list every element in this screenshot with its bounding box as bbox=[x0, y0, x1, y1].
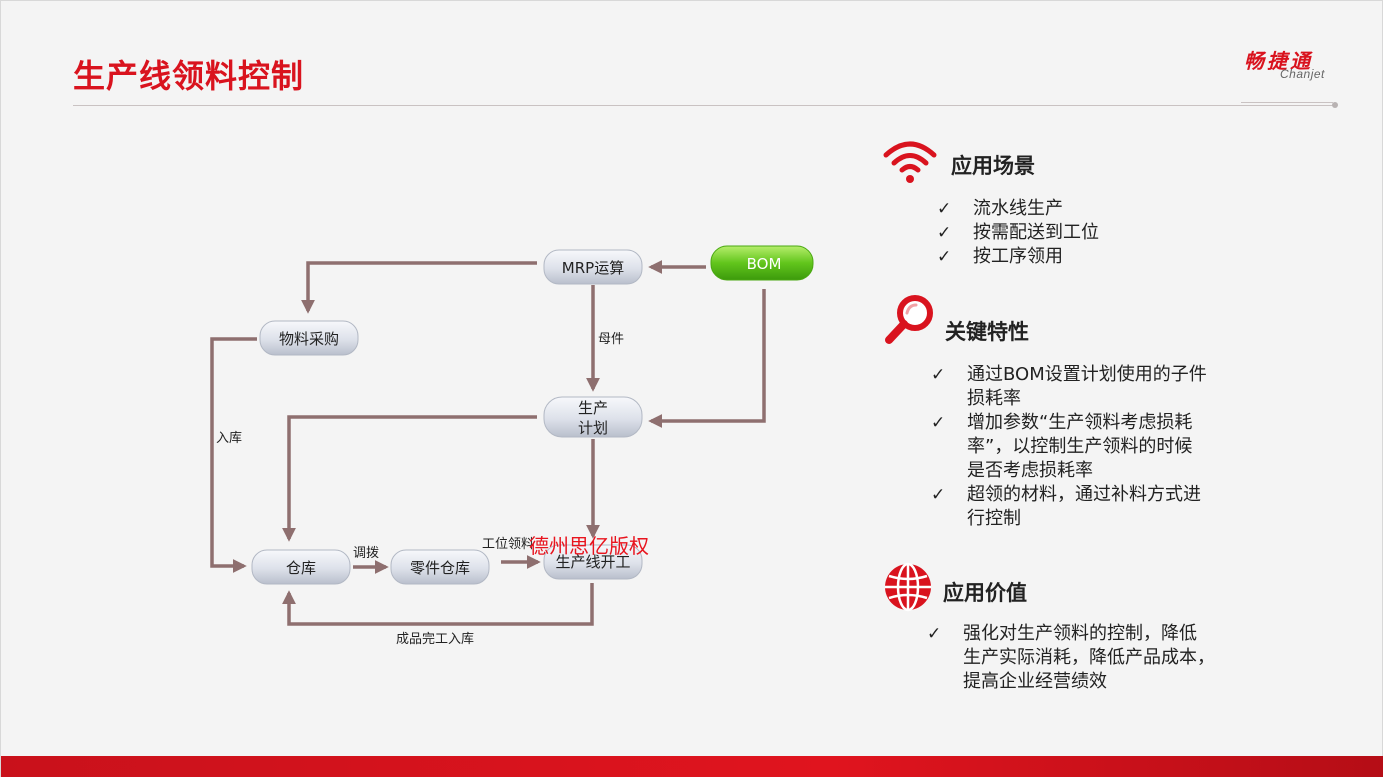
check-icon: ✓ bbox=[927, 624, 942, 644]
watermark-text: 德州思亿版权 bbox=[529, 534, 649, 558]
section-features-heading: 关键特性 bbox=[945, 320, 1029, 344]
node-bom: BOM bbox=[710, 245, 814, 281]
edge-bom-to-plan bbox=[648, 289, 766, 428]
edge-label-transfer: 调拨 bbox=[353, 546, 379, 561]
node-plan-label-2: 计划 bbox=[578, 419, 608, 437]
list-item: ✓通过BOM设置计划使用的子件损耗率 bbox=[931, 364, 1207, 409]
wifi-signal-icon bbox=[883, 141, 937, 183]
node-purchase: 物料采购 bbox=[259, 320, 359, 356]
section-features-list: ✓通过BOM设置计划使用的子件损耗率 ✓增加参数“生产领料考虑损耗率”，以控制生… bbox=[931, 363, 1207, 531]
logo-chinese: 畅捷通 bbox=[1244, 49, 1313, 73]
node-mrp: MRP运算 bbox=[543, 249, 643, 285]
section-value: 应用价值 ✓强化对生产领料的控制，降低生产实际消耗，降低产品成本，提高企业经营绩… bbox=[881, 556, 1261, 696]
check-icon: ✓ bbox=[937, 247, 952, 267]
section-scenarios-heading: 应用场景 bbox=[951, 154, 1035, 178]
bottom-brand-bar bbox=[1, 756, 1383, 777]
node-plan-label-1: 生产 bbox=[578, 399, 608, 417]
section-value-list: ✓强化对生产领料的控制，降低生产实际消耗，降低产品成本，提高企业经营绩效 bbox=[927, 622, 1215, 694]
node-plan: 生产 计划 bbox=[543, 396, 643, 438]
node-purchase-label: 物料采购 bbox=[279, 330, 339, 348]
list-item: ✓强化对生产领料的控制，降低生产实际消耗，降低产品成本，提高企业经营绩效 bbox=[927, 623, 1215, 692]
section-features: 关键特性 ✓通过BOM设置计划使用的子件损耗率 ✓增加参数“生产领料考虑损耗率”… bbox=[881, 291, 1261, 541]
node-parts-warehouse: 零件仓库 bbox=[390, 549, 490, 585]
node-mrp-label: MRP运算 bbox=[562, 259, 624, 277]
check-icon: ✓ bbox=[931, 485, 946, 505]
logo-english: Chanjet bbox=[1280, 67, 1325, 81]
edge-label-station-pick: 工位领料 bbox=[482, 537, 534, 552]
title-divider-dot bbox=[1332, 102, 1338, 108]
globe-icon bbox=[885, 562, 931, 612]
node-warehouse-label: 仓库 bbox=[286, 559, 316, 577]
edge-plan-to-warehouse bbox=[282, 415, 537, 542]
title-divider bbox=[73, 105, 1335, 106]
node-warehouse: 仓库 bbox=[251, 549, 351, 585]
edge-purchase-to-warehouse bbox=[210, 337, 257, 573]
edge-label-parent: 母件 bbox=[598, 332, 624, 347]
page-title: 生产线领料控制 bbox=[73, 57, 305, 95]
check-icon: ✓ bbox=[937, 199, 952, 219]
section-value-heading: 应用价值 bbox=[943, 581, 1027, 605]
edge-label-inbound: 入库 bbox=[216, 430, 242, 446]
check-icon: ✓ bbox=[937, 223, 952, 243]
list-item: ✓按工序领用 bbox=[937, 246, 1063, 267]
list-item: ✓增加参数“生产领料考虑损耗率”，以控制生产领料的时候是否考虑损耗率 bbox=[931, 412, 1193, 481]
chanjet-logo: 畅捷通 Chanjet bbox=[1244, 45, 1344, 85]
edge-line-to-warehouse bbox=[282, 583, 594, 626]
check-icon: ✓ bbox=[931, 365, 946, 385]
list-item: ✓流水线生产 bbox=[937, 198, 1063, 219]
list-item: ✓按需配送到工位 bbox=[937, 222, 1099, 243]
node-line-start: 生产线开工 bbox=[543, 544, 643, 580]
node-line-start-label: 生产线开工 bbox=[555, 553, 630, 571]
edge-label-finished-inbound: 成品完工入库 bbox=[396, 631, 474, 647]
edge-mrp-to-purchase bbox=[301, 261, 537, 314]
section-scenarios-list: ✓流水线生产 ✓按需配送到工位 ✓按工序领用 bbox=[937, 197, 1099, 269]
check-icon: ✓ bbox=[931, 413, 946, 433]
section-scenarios: 应用场景 ✓流水线生产 ✓按需配送到工位 ✓按工序领用 bbox=[881, 131, 1261, 271]
node-bom-label: BOM bbox=[747, 255, 782, 273]
node-parts-warehouse-label: 零件仓库 bbox=[410, 559, 470, 577]
magnifier-icon bbox=[885, 295, 933, 344]
list-item: ✓超领的材料，通过补料方式进行控制 bbox=[931, 484, 1201, 529]
title-divider-accent bbox=[1241, 102, 1333, 103]
